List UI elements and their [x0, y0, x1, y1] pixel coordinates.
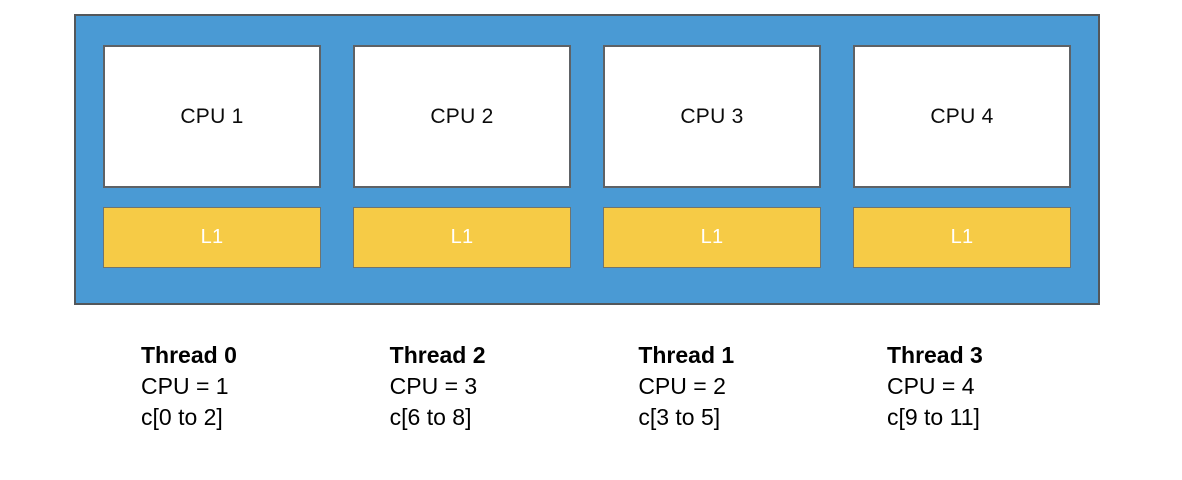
thread-name: Thread 3 — [886, 342, 983, 368]
l1-cache-box-2: L1 — [353, 207, 571, 268]
thread-chunk-range: c[6 to 8] — [389, 404, 472, 430]
cpu-box-1: CPU 1 — [103, 45, 321, 188]
thread-name: Thread 0 — [141, 342, 237, 368]
thread-cpu-assignment: CPU = 2 — [638, 373, 726, 399]
core-column-4: CPU 4 L1 — [853, 45, 1071, 268]
cpu-box-3: CPU 3 — [603, 45, 821, 188]
cpu-box-2: CPU 2 — [353, 45, 571, 188]
l1-cache-label: L1 — [450, 226, 474, 248]
l1-cache-label: L1 — [700, 226, 724, 248]
thread-name: Thread 1 — [638, 342, 735, 368]
l1-cache-box-3: L1 — [603, 207, 821, 268]
l1-cache-box-4: L1 — [853, 207, 1071, 268]
threads-row: Thread 0 CPU = 1 c[0 to 2] Thread 2 CPU … — [103, 340, 1067, 433]
cpu-box-4: CPU 4 — [853, 45, 1071, 188]
thread-chunk-range: c[0 to 2] — [141, 404, 223, 430]
cpu-label: CPU 4 — [930, 104, 994, 128]
thread-chunk-range: c[3 to 5] — [638, 404, 721, 430]
l1-cache-label: L1 — [950, 226, 974, 248]
thread-chunk-range: c[9 to 11] — [886, 404, 980, 430]
thread-info-3: Thread 3 CPU = 4 c[9 to 11] — [849, 340, 1067, 433]
thread-name: Thread 2 — [389, 342, 486, 368]
cpu-label: CPU 2 — [430, 104, 494, 128]
thread-info-0: Thread 0 CPU = 1 c[0 to 2] — [103, 340, 321, 433]
thread-cpu-assignment: CPU = 3 — [389, 373, 478, 399]
core-column-3: CPU 3 L1 — [603, 45, 821, 268]
core-column-2: CPU 2 L1 — [353, 45, 571, 268]
thread-cpu-assignment: CPU = 4 — [886, 373, 975, 399]
l1-cache-box-1: L1 — [103, 207, 321, 268]
core-column-1: CPU 1 L1 — [103, 45, 321, 268]
l1-cache-label: L1 — [200, 226, 224, 248]
cpu-package: CPU 1 L1 CPU 2 L1 CPU 3 L1 CPU 4 — [74, 14, 1100, 305]
cpu-label: CPU 3 — [680, 104, 744, 128]
cpu-label: CPU 1 — [180, 104, 244, 128]
thread-cpu-assignment: CPU = 1 — [141, 373, 229, 399]
thread-info-2: Thread 2 CPU = 3 c[6 to 8] — [352, 340, 570, 433]
thread-info-1: Thread 1 CPU = 2 c[3 to 5] — [600, 340, 818, 433]
